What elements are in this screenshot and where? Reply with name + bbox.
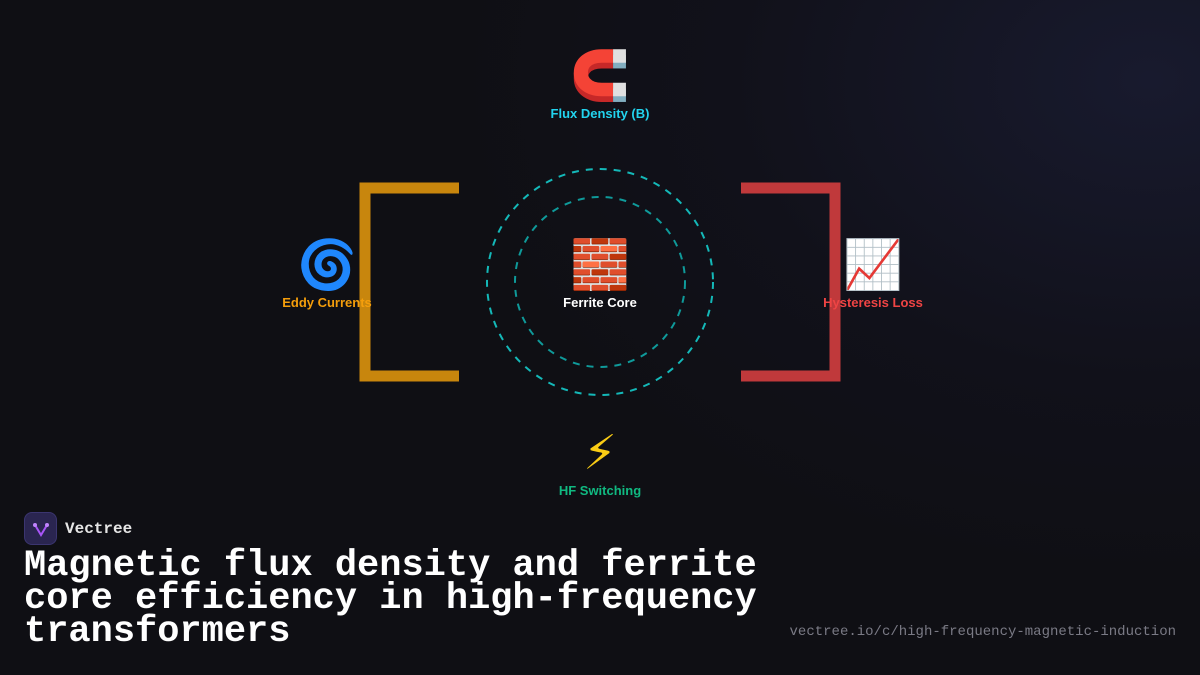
node-hysteresis-loss: 📈 Hysteresis Loss — [823, 239, 923, 310]
node-eddy-currents: 🌀 Eddy Currents — [282, 239, 372, 310]
node-label: HF Switching — [558, 483, 642, 498]
node-flux-density: 🧲 Flux Density (B) — [551, 50, 650, 121]
page-title: Magnetic flux density and ferrite core e… — [24, 545, 757, 653]
brand-name: Vectree — [65, 519, 133, 538]
source-url: vectree.io/c/high-frequency-magnetic-ind… — [789, 624, 1176, 640]
right-bracket — [741, 182, 841, 382]
outer-field-ring — [486, 168, 714, 396]
left-bracket — [359, 182, 459, 382]
node-label: Flux Density (B) — [550, 106, 650, 121]
node-label: Ferrite Core — [563, 295, 637, 310]
cyclone-icon: 🌀 — [297, 237, 357, 293]
magnet-icon: 🧲 — [570, 48, 630, 104]
brand: Vectree — [24, 512, 132, 545]
lightning-icon: ⚡ — [583, 425, 617, 481]
node-label: Hysteresis Loss — [823, 295, 923, 310]
inner-field-ring — [514, 196, 686, 368]
vectree-logo-icon — [24, 512, 57, 545]
chart-increasing-icon: 📈 — [843, 237, 903, 293]
node-hf-switching: ⚡ HF Switching — [559, 427, 641, 498]
node-label: Eddy Currents — [282, 295, 372, 310]
node-ferrite-core: 🧱 Ferrite Core — [563, 239, 637, 310]
brick-icon: 🧱 — [570, 237, 630, 293]
